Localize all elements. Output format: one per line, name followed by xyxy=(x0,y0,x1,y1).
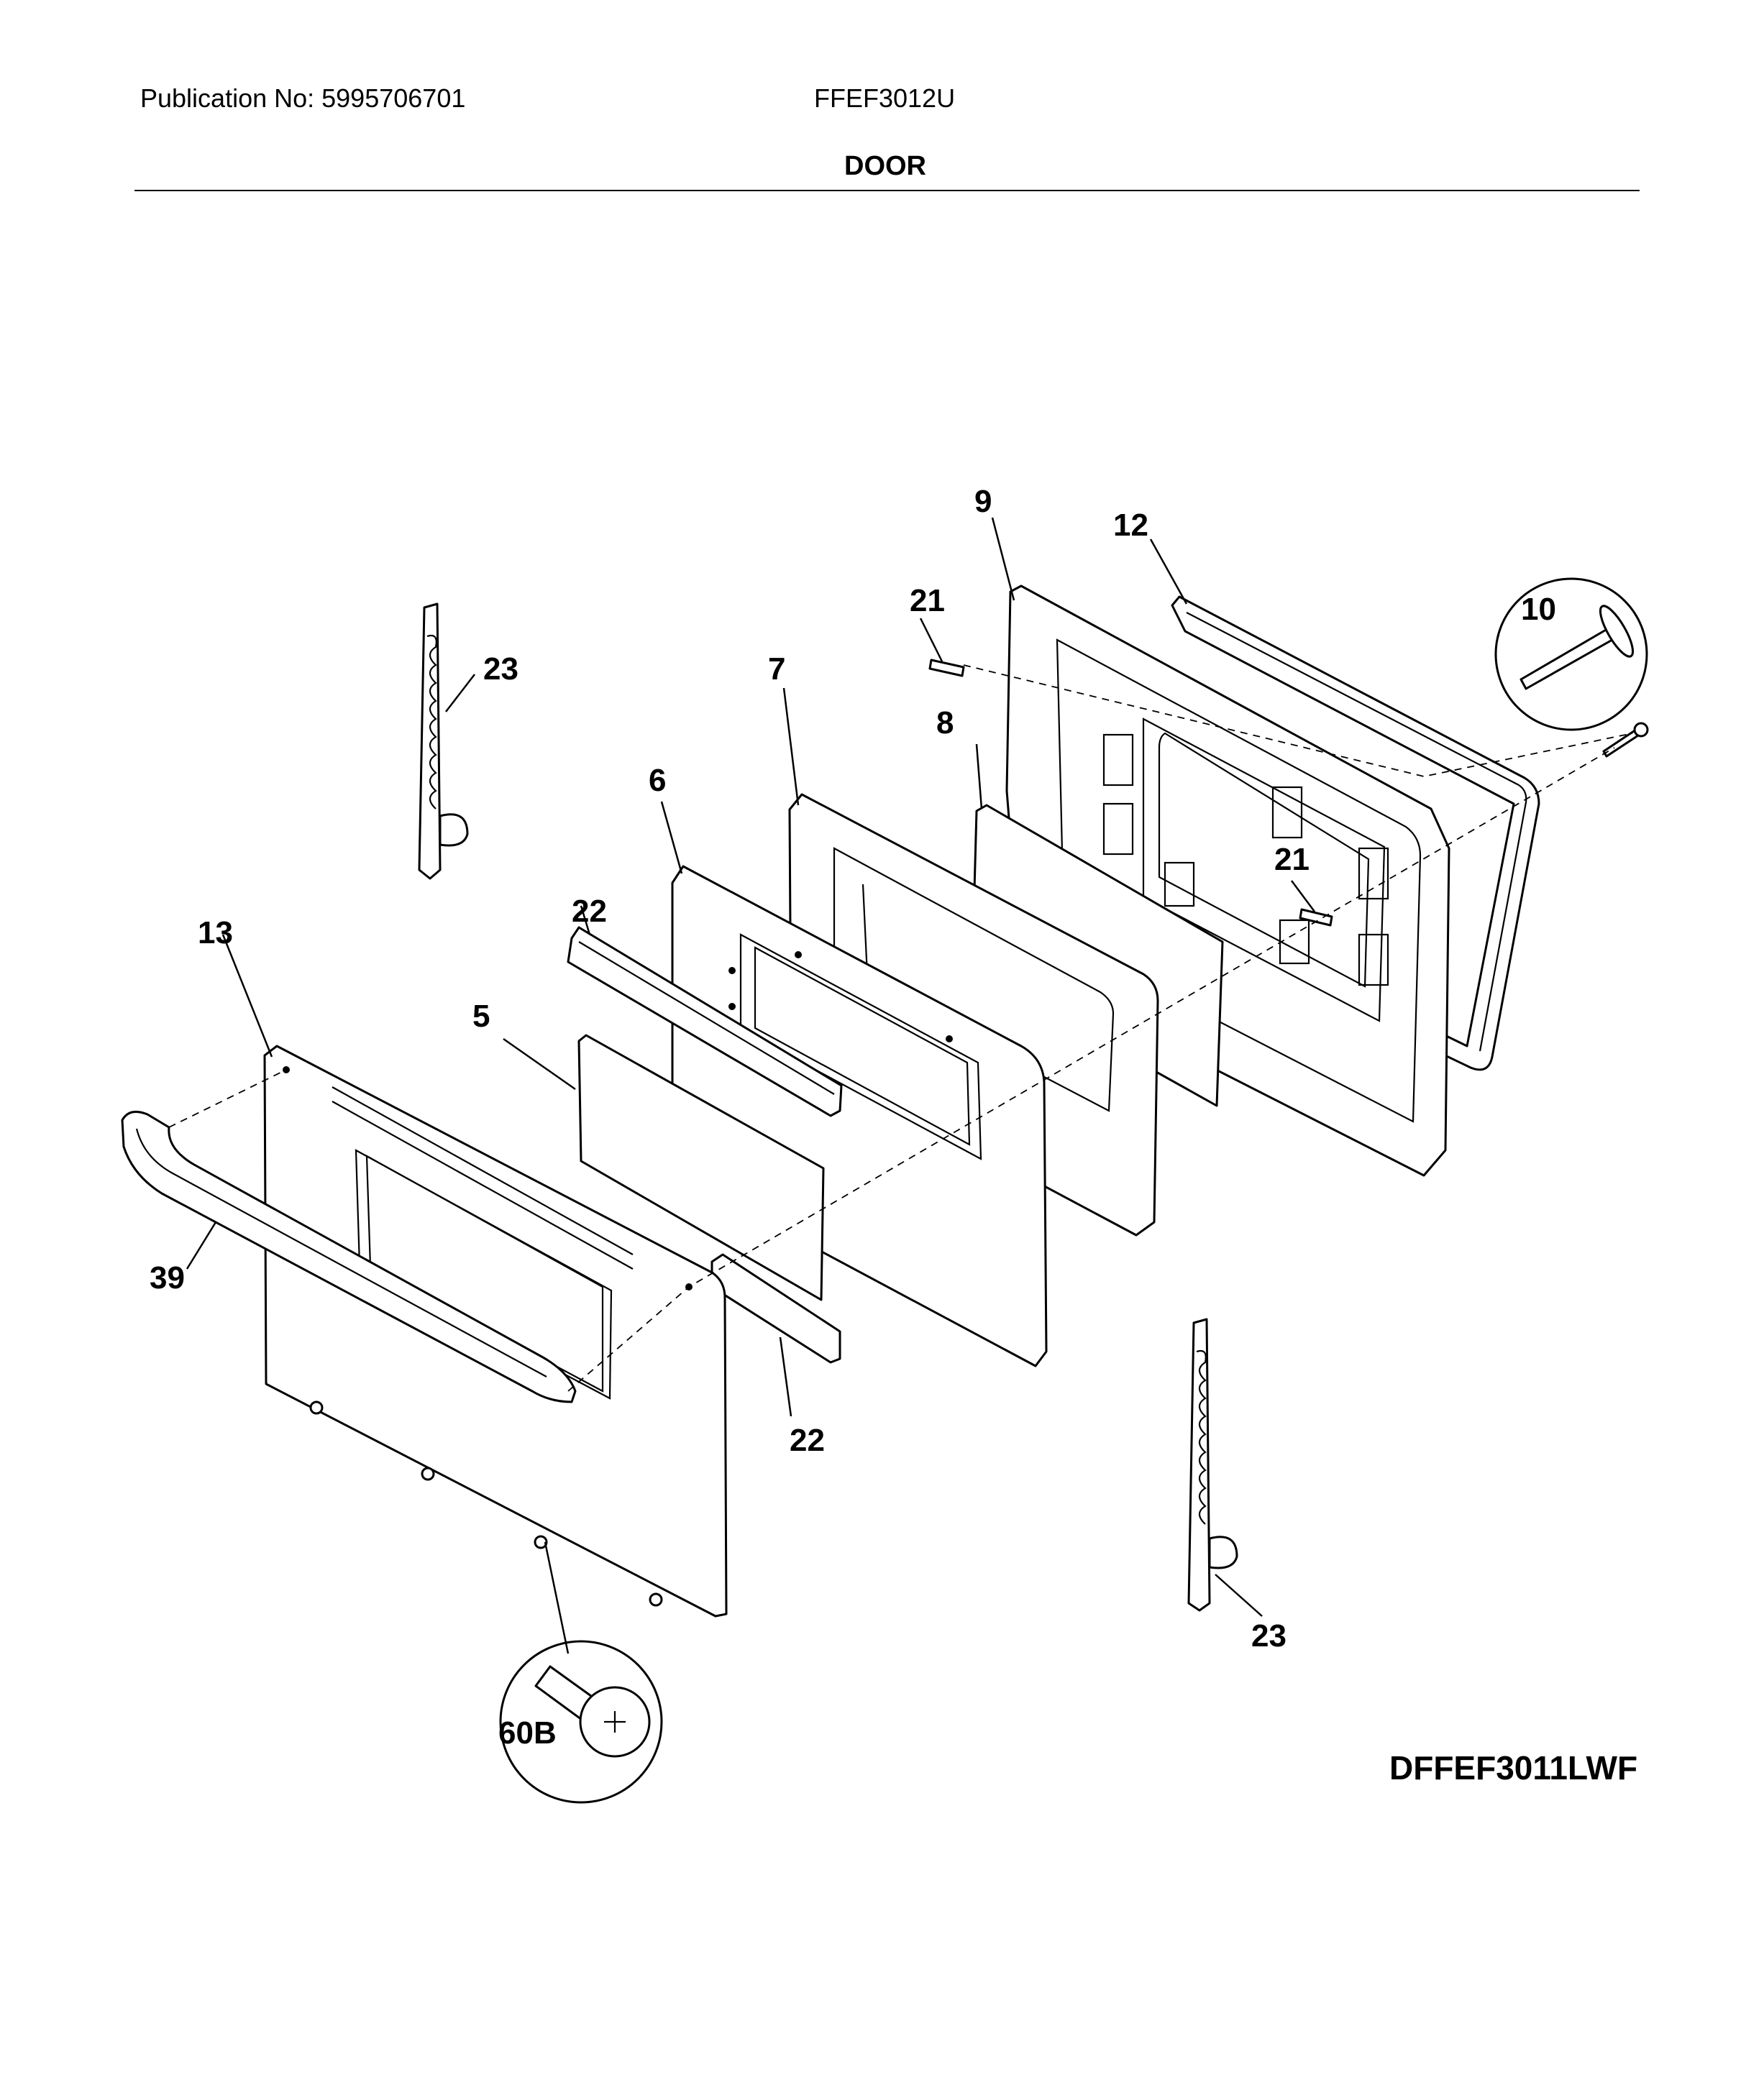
callout-60b: 60B xyxy=(498,1715,557,1751)
callout-10: 10 xyxy=(1521,592,1556,627)
part-10-screw xyxy=(1494,577,1649,758)
callout-7: 7 xyxy=(768,651,785,687)
callout-22-lower: 22 xyxy=(790,1423,825,1458)
part-5-glass xyxy=(577,1034,825,1301)
callout-21-upper: 21 xyxy=(910,583,945,618)
part-23-upper-hinge xyxy=(418,602,469,880)
callout-6: 6 xyxy=(649,763,666,798)
callout-39: 39 xyxy=(150,1260,185,1296)
callout-8: 8 xyxy=(936,705,954,740)
leader-lines xyxy=(186,517,1316,1654)
part-callouts: 9 12 21 10 7 23 8 6 21 22 13 5 39 22 23 … xyxy=(150,484,1556,1751)
model-number: FFEF3012U xyxy=(814,83,956,113)
callout-23-lower: 23 xyxy=(1251,1618,1287,1654)
part-7-insulation xyxy=(788,793,1159,1237)
callout-5: 5 xyxy=(472,999,490,1034)
publication-number: Publication No: 5995706701 xyxy=(140,83,466,113)
callout-13: 13 xyxy=(198,915,233,950)
part-39-handle xyxy=(121,1110,577,1403)
callout-22-upper: 22 xyxy=(572,894,607,929)
callout-9: 9 xyxy=(974,484,992,519)
header-rule xyxy=(134,190,1640,191)
callout-23-upper: 23 xyxy=(483,651,518,687)
callout-21-lower: 21 xyxy=(1274,842,1310,877)
part-22-upper-bracket xyxy=(567,926,843,1117)
part-23-lower-hinge xyxy=(1187,1318,1238,1612)
diagram-code: DFFEF3011LWF xyxy=(1389,1749,1638,1787)
part-21-pins xyxy=(928,659,1333,927)
part-60b-screw xyxy=(309,1400,663,1804)
callout-12: 12 xyxy=(1113,508,1148,543)
part-6-inner-panel xyxy=(671,865,1048,1367)
alignment-lines xyxy=(168,664,1633,1392)
section-title: DOOR xyxy=(844,151,926,181)
